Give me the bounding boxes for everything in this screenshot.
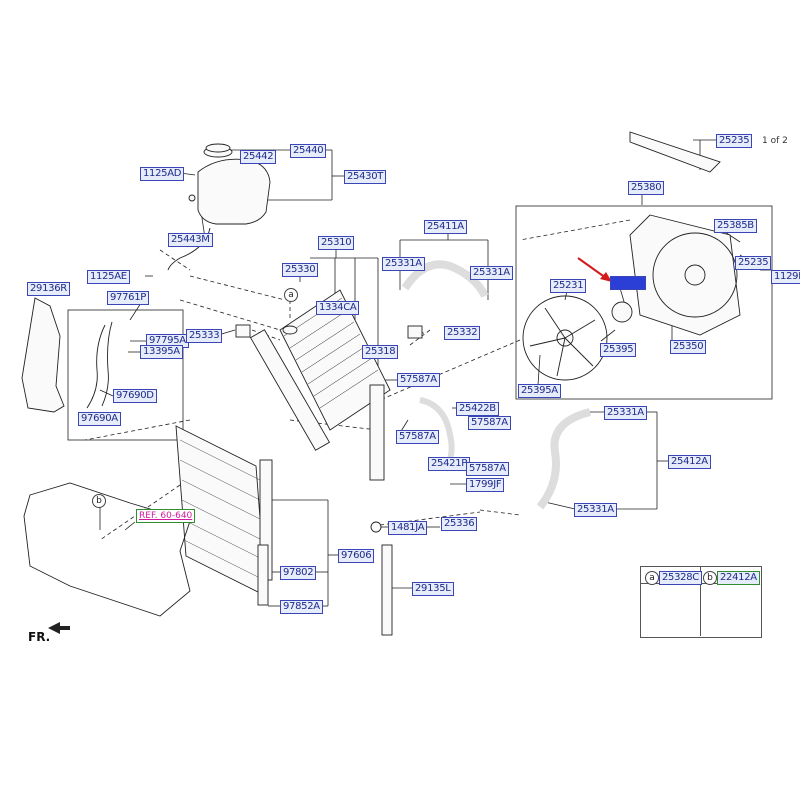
part-label-97606[interactable]: 97606 [338, 549, 375, 563]
receiver-drier [257, 544, 269, 606]
part-label-25395[interactable]: 25395 [600, 343, 637, 357]
part-label-25331A-3[interactable]: 25331A [604, 406, 647, 420]
legend-marker-b: b [703, 571, 717, 585]
legend-cell-a [640, 566, 701, 636]
part-label-13395A[interactable]: 13395A [140, 345, 183, 359]
part-label-25395A[interactable]: 25395A [518, 384, 561, 398]
part-label-1125AE[interactable]: 1125AE [87, 270, 130, 284]
part-label-57587A-2[interactable]: 57587A [468, 416, 511, 430]
legend-part-a[interactable]: 25328C [659, 571, 702, 585]
air-guard [381, 544, 393, 636]
part-label-97690A[interactable]: 97690A [78, 412, 121, 426]
fan-assembly-frame [515, 205, 773, 400]
marker-b: b [92, 494, 106, 508]
part-label-25235-top[interactable]: 25235 [716, 134, 753, 148]
page-indicator: 1 of 2 [762, 136, 788, 146]
part-label-25422B[interactable]: 25422B [456, 402, 499, 416]
part-label-25380[interactable]: 25380 [628, 181, 665, 195]
part-label-25331A-2[interactable]: 25331A [470, 266, 513, 280]
part-label-1129E[interactable]: 1129E [771, 270, 800, 284]
part-label-1799JF[interactable]: 1799JF [466, 478, 505, 492]
part-label-97690D[interactable]: 97690D [113, 389, 157, 403]
legend-marker-a: a [645, 571, 659, 585]
part-label-25235-mid[interactable]: 25235 [735, 256, 772, 270]
part-label-97761P[interactable]: 97761P [107, 291, 150, 305]
part-label-97852A[interactable]: 97852A [280, 600, 323, 614]
ac-pipes [86, 321, 113, 409]
reservoir-tank [167, 143, 271, 271]
part-label-25442[interactable]: 25442 [240, 150, 277, 164]
upper-bracket-bar [629, 131, 721, 173]
radiator [249, 289, 391, 481]
part-label-25430T[interactable]: 25430T [344, 170, 387, 184]
part-label-1125AD[interactable]: 1125AD [140, 167, 185, 181]
part-label-25332[interactable]: 25332 [444, 326, 481, 340]
legend-part-b[interactable]: 22412A [717, 571, 760, 585]
part-label-57587A-4[interactable]: 57587A [466, 462, 509, 476]
part-label-25331A-1[interactable]: 25331A [382, 257, 425, 271]
part-label-25443M[interactable]: 25443M [168, 233, 213, 247]
part-label-1481JA[interactable]: 1481JA [388, 521, 428, 535]
side-air-guard [21, 297, 65, 413]
part-label-57587A-3[interactable]: 57587A [396, 430, 439, 444]
drain-plug [370, 521, 382, 533]
part-label-25412A[interactable]: 25412A [668, 455, 711, 469]
part-label-1334CA[interactable]: 1334CA [316, 301, 360, 315]
part-label-25336[interactable]: 25336 [441, 517, 478, 531]
mount-bracket-right [407, 325, 423, 339]
fan-shroud [629, 214, 741, 336]
part-label-25330[interactable]: 25330 [282, 263, 319, 277]
front-arrow-icon [48, 622, 70, 634]
part-label-29135L[interactable]: 29135L [412, 582, 454, 596]
front-direction-label: FR. [28, 630, 51, 644]
part-label-25231[interactable]: 25231 [550, 279, 587, 293]
part-label-25350[interactable]: 25350 [670, 340, 707, 354]
mount-bracket-left [235, 324, 251, 338]
ac-pipe-frame [67, 309, 184, 441]
fan-motor [611, 301, 633, 323]
lower-hose [536, 408, 592, 510]
reference-link[interactable]: REF. 60-640 [136, 509, 196, 523]
upper-hose [401, 260, 489, 298]
part-label-97802[interactable]: 97802 [280, 566, 317, 580]
part-label-25318[interactable]: 25318 [362, 345, 399, 359]
part-label-25385B[interactable]: 25385B [714, 219, 757, 233]
front-end-carrier [23, 482, 191, 617]
radiator-cap [282, 325, 298, 335]
part-label-25331A-4[interactable]: 25331A [574, 503, 617, 517]
part-label-25333[interactable]: 25333 [186, 329, 223, 343]
highlight-arrow [577, 257, 612, 282]
part-label-25386-selected[interactable]: 25386 [610, 276, 647, 290]
part-label-25310[interactable]: 25310 [318, 236, 355, 250]
part-label-57587A-1[interactable]: 57587A [397, 373, 440, 387]
part-label-25440[interactable]: 25440 [290, 144, 327, 158]
part-label-29136R[interactable]: 29136R [27, 282, 70, 296]
fan-blade [522, 295, 608, 381]
part-label-25411A[interactable]: 25411A [424, 220, 467, 234]
part-label-25421P[interactable]: 25421P [428, 457, 471, 471]
marker-a: a [284, 288, 298, 302]
